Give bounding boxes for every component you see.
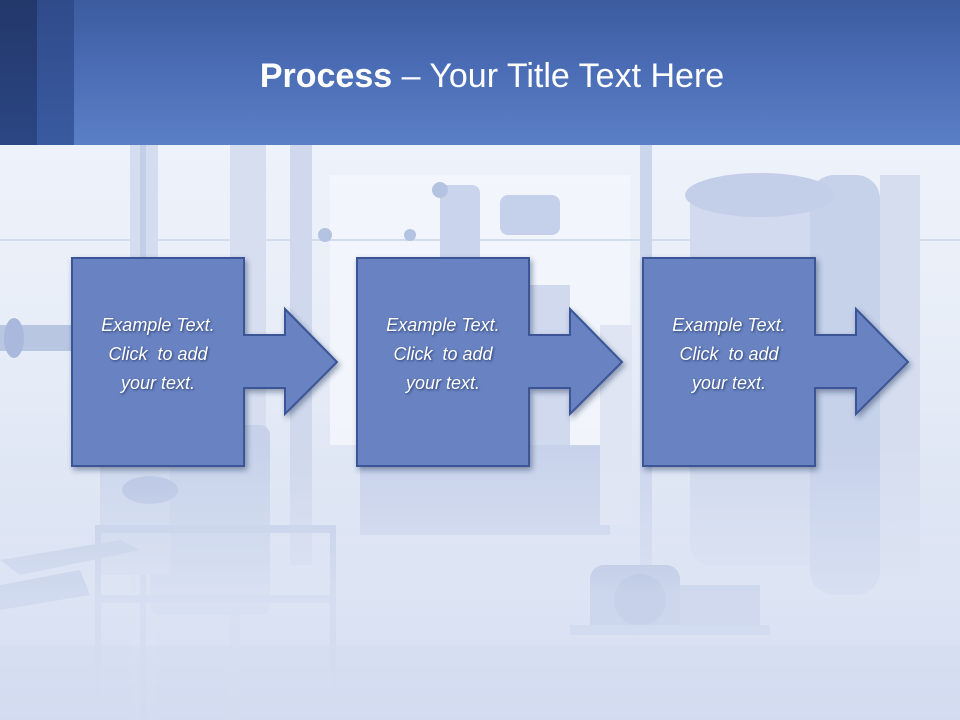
decorative-strip [0,0,37,145]
process-step-2[interactable] [356,257,624,467]
step-text-line: Click to add [108,344,208,364]
step-text-line: Click to add [393,344,493,364]
step-text-line: your text. [691,373,767,393]
title-bar: Process – Your Title Text Here [0,0,960,145]
step-text-line: Example Text. [672,315,786,335]
decorative-strip [37,0,74,145]
step-text-line: Click to add [679,344,779,364]
process-step-3[interactable] [642,257,910,467]
step-2-text[interactable]: Example Text. Click to add your text. [357,311,529,398]
step-text-line: Example Text. [386,315,500,335]
background-fade [0,445,960,720]
step-text-line: Example Text. [101,315,215,335]
step-text-line: your text. [405,373,481,393]
step-text-line: your text. [120,373,196,393]
step-3-text[interactable]: Example Text. Click to add your text. [643,311,815,398]
slide-title[interactable]: Process – Your Title Text Here [74,54,910,98]
title-bold-part: Process [259,57,393,95]
process-step-1[interactable] [71,257,339,467]
title-rest-part: – Your Title Text Here [392,57,725,95]
step-1-text[interactable]: Example Text. Click to add your text. [72,311,244,398]
